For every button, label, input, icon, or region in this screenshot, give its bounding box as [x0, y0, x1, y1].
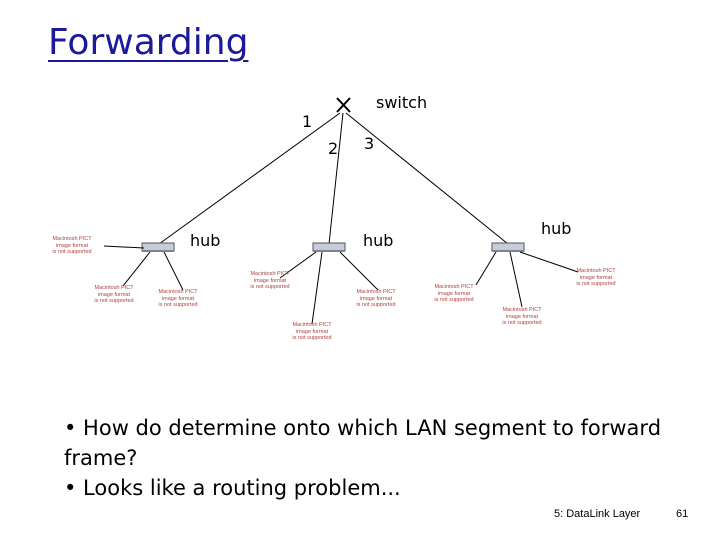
page-number: 61 [676, 508, 689, 520]
switch-port-3: 3 [364, 134, 375, 153]
hub-label-left: hub [190, 231, 221, 250]
slide-bullets: • How do determine onto which LAN segmen… [64, 413, 664, 503]
bullet-item: • How do determine onto which LAN segmen… [64, 416, 662, 470]
hub-label-right: hub [541, 219, 572, 238]
switch-port-2: 2 [328, 139, 339, 158]
footer-chapter: 5: DataLink Layer [554, 508, 641, 520]
switch-label: switch [376, 93, 428, 112]
slide-title: Forwarding [48, 22, 249, 63]
switch-icon [336, 97, 351, 113]
hub-left [141, 242, 175, 252]
hub-right [491, 242, 525, 252]
hub-label-middle: hub [363, 231, 394, 250]
host-links [103, 245, 579, 325]
switch-links [158, 112, 509, 245]
hub-middle [312, 242, 346, 252]
bullet-item: • Looks like a routing problem... [64, 476, 401, 500]
switch-port-1: 1 [302, 112, 313, 131]
